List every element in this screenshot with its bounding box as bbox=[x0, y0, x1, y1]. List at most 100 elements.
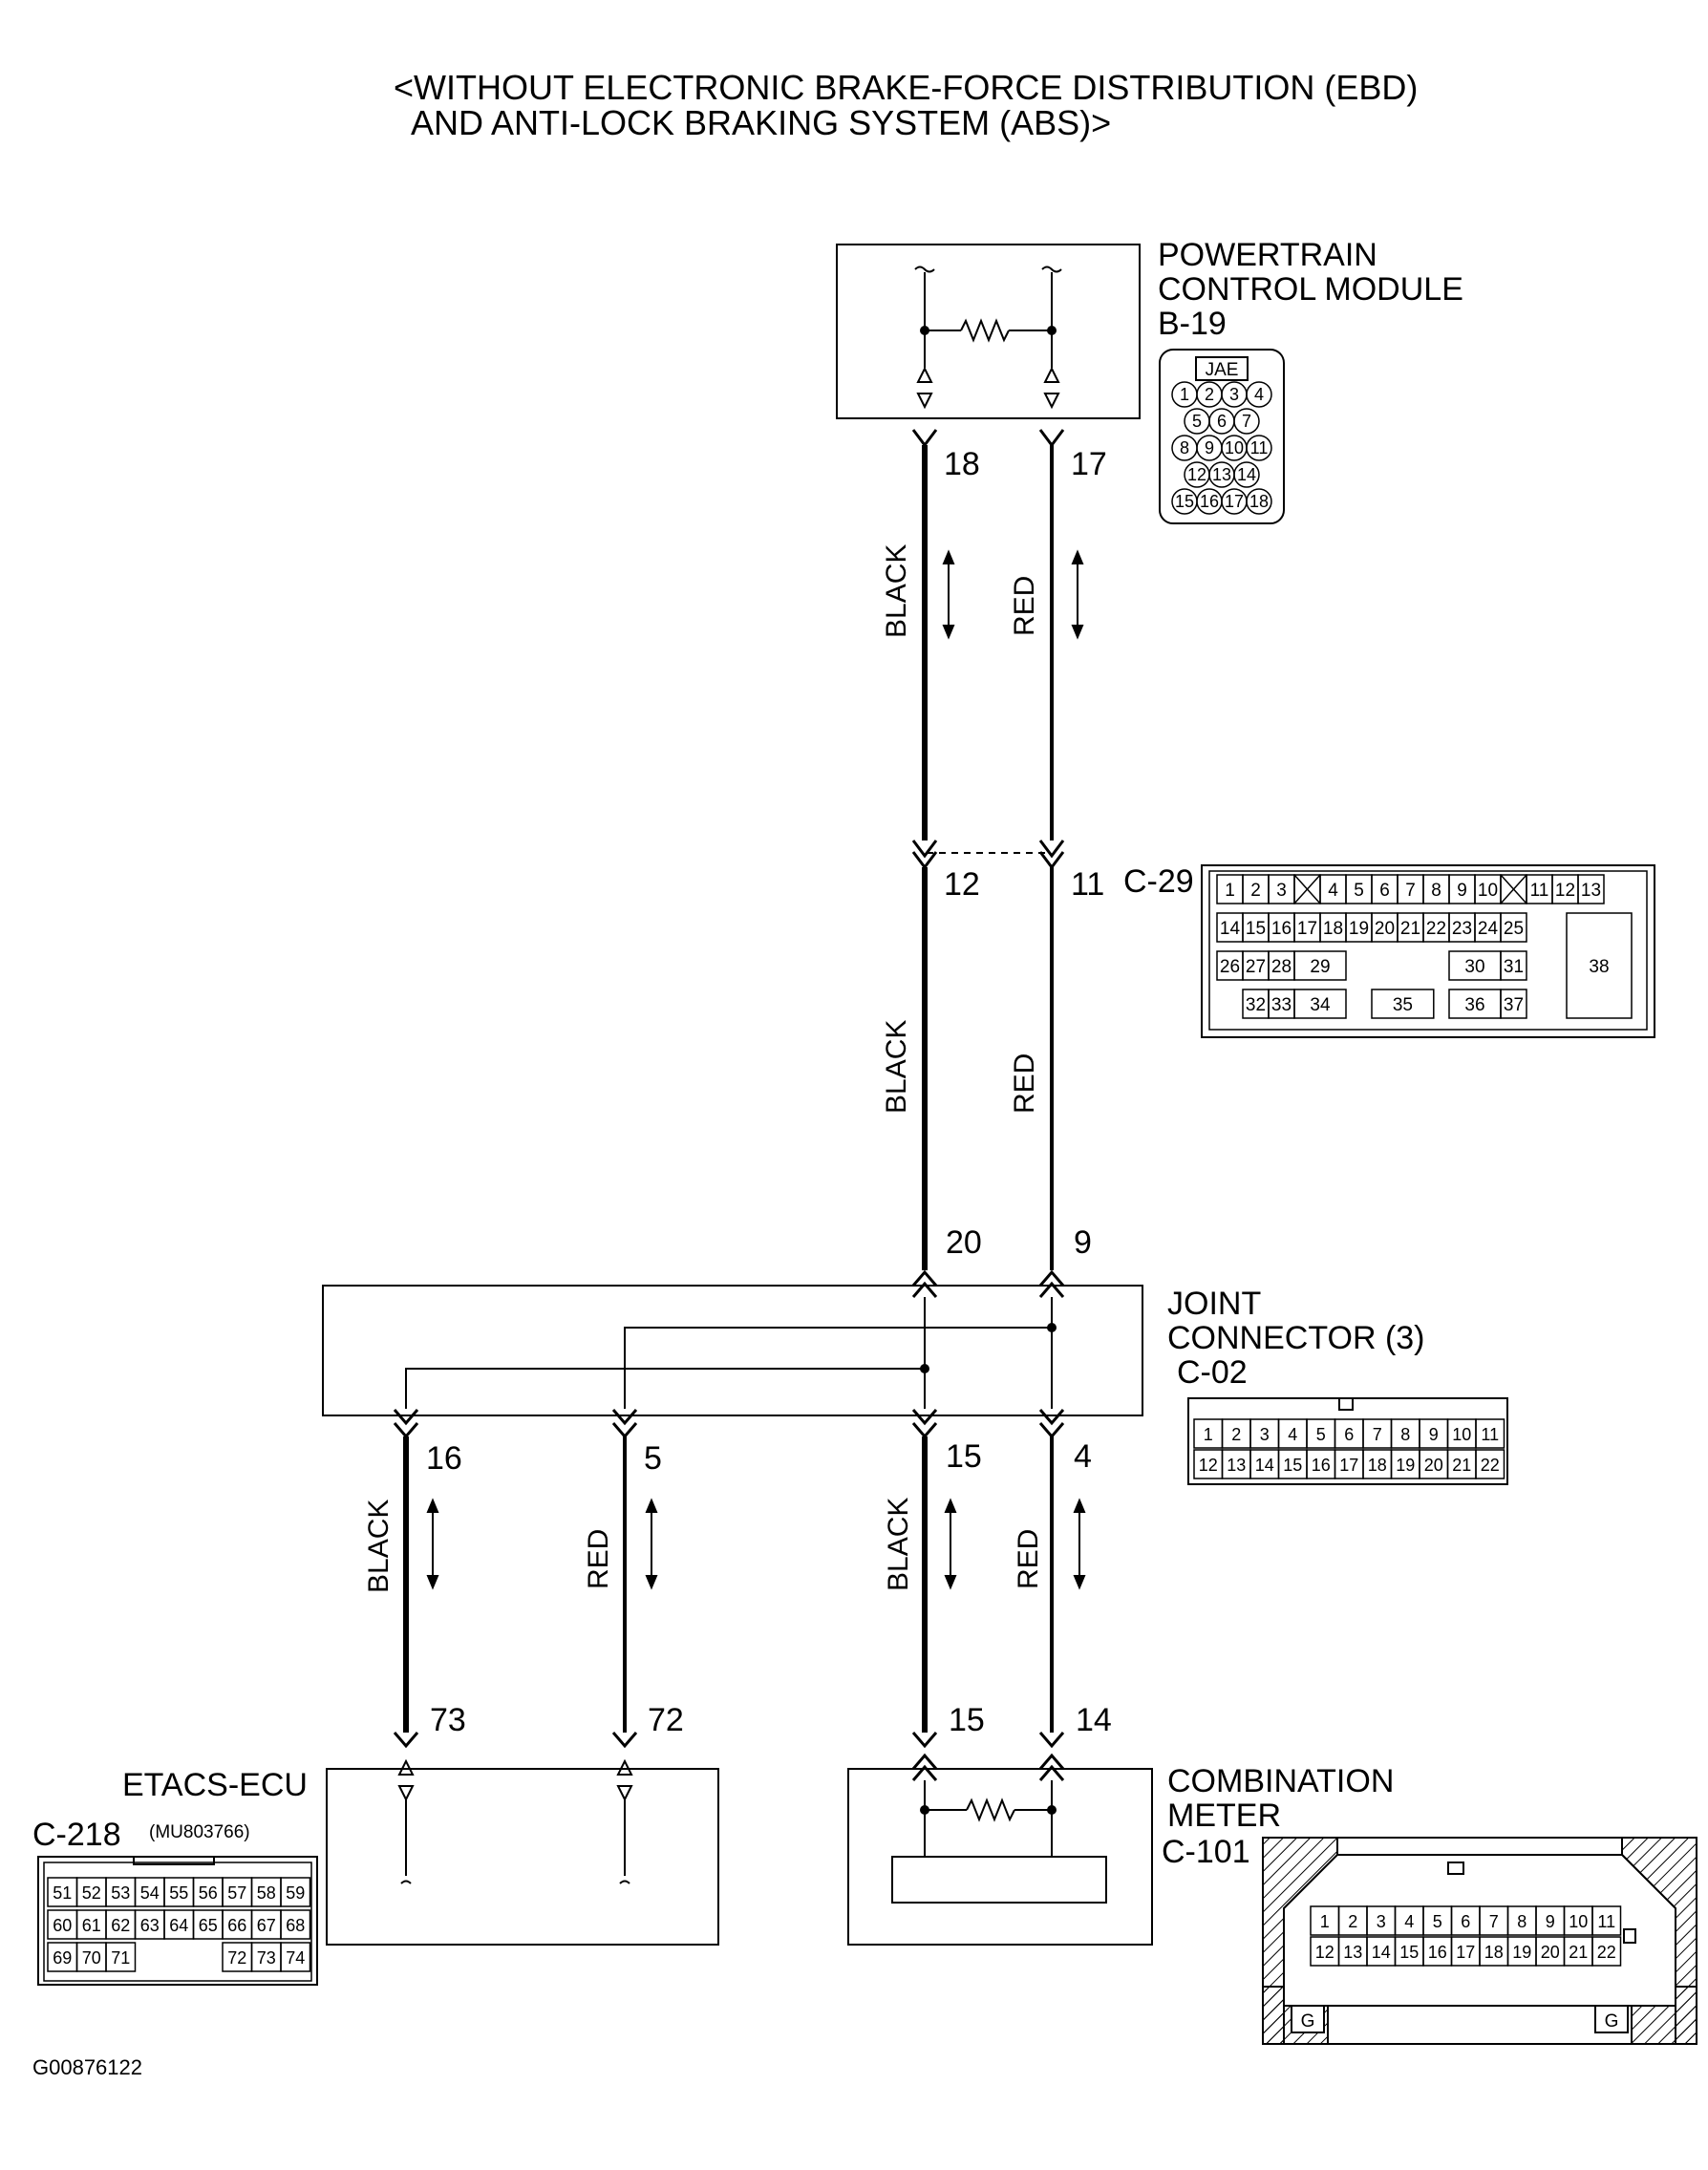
svg-text:65: 65 bbox=[199, 1916, 218, 1935]
etacs-connector-pin: 69 bbox=[47, 1942, 78, 1972]
svg-text:20: 20 bbox=[1375, 919, 1395, 939]
svg-text:9: 9 bbox=[1546, 1912, 1555, 1931]
svg-text:71: 71 bbox=[111, 1948, 130, 1968]
joint-connector-pin: 6 bbox=[1334, 1418, 1364, 1449]
c29-pin: 8 bbox=[1422, 874, 1450, 904]
svg-text:15: 15 bbox=[1399, 1943, 1419, 1962]
svg-text:26: 26 bbox=[1220, 957, 1240, 977]
wire-black-upper bbox=[911, 429, 938, 870]
svg-text:24: 24 bbox=[1478, 919, 1499, 939]
wire-red-meter bbox=[1038, 1422, 1065, 1749]
pin-11: 11 bbox=[1071, 866, 1104, 903]
pcm-maker: JAE bbox=[1206, 360, 1239, 380]
svg-text:12: 12 bbox=[1315, 1943, 1334, 1962]
c29-pin: 20 bbox=[1371, 912, 1398, 943]
svg-text:5: 5 bbox=[1354, 881, 1364, 901]
joint-connector-pin: 15 bbox=[1277, 1449, 1308, 1479]
joint-connector-pin: 7 bbox=[1362, 1418, 1393, 1449]
c29-pin: 30 bbox=[1448, 950, 1502, 981]
c29-pin: 3 bbox=[1268, 874, 1295, 904]
etacs-connector-pin: 62 bbox=[105, 1909, 137, 1940]
etacs-connector-pin: 51 bbox=[47, 1877, 78, 1907]
svg-text:74: 74 bbox=[286, 1948, 305, 1968]
svg-text:22: 22 bbox=[1597, 1943, 1616, 1962]
svg-text:1: 1 bbox=[1320, 1912, 1330, 1931]
etacs-connector-pin: 63 bbox=[134, 1909, 165, 1940]
etacs-connector-pin: 61 bbox=[75, 1909, 107, 1940]
svg-text:13: 13 bbox=[1581, 881, 1601, 901]
svg-text:14: 14 bbox=[1237, 465, 1256, 484]
pin-15: 15 bbox=[949, 1702, 985, 1738]
pcm-junction-dot bbox=[1047, 326, 1057, 335]
etacs-connector-pin: 55 bbox=[163, 1877, 195, 1907]
pin-9: 9 bbox=[1074, 1224, 1092, 1261]
wire-label-red: RED bbox=[1009, 1053, 1040, 1114]
svg-text:2: 2 bbox=[1205, 385, 1214, 404]
svg-text:4: 4 bbox=[1288, 1425, 1297, 1444]
svg-text:18: 18 bbox=[1484, 1943, 1504, 1962]
svg-text:36: 36 bbox=[1464, 995, 1484, 1015]
etacs-connector-pin: 65 bbox=[192, 1909, 224, 1940]
svg-text:18: 18 bbox=[1323, 919, 1343, 939]
c29-pin: 13 bbox=[1577, 874, 1605, 904]
svg-text:6: 6 bbox=[1379, 881, 1390, 901]
svg-text:72: 72 bbox=[227, 1948, 246, 1968]
wire-label-black: BLACK bbox=[363, 1500, 395, 1593]
svg-text:3: 3 bbox=[1276, 881, 1287, 901]
meter-connector-pin: 22 bbox=[1591, 1936, 1622, 1967]
c29-pin: 19 bbox=[1345, 912, 1373, 943]
svg-text:52: 52 bbox=[82, 1883, 101, 1903]
pin-12: 12 bbox=[944, 866, 980, 903]
svg-text:69: 69 bbox=[53, 1948, 72, 1968]
c29-pin: 2 bbox=[1242, 874, 1270, 904]
c29-pin: 7 bbox=[1397, 874, 1424, 904]
joint-connector-pin: 13 bbox=[1221, 1449, 1251, 1479]
svg-text:11: 11 bbox=[1597, 1912, 1615, 1931]
pcm-label-2: CONTROL MODULE bbox=[1158, 271, 1463, 308]
pin-16: 16 bbox=[426, 1440, 462, 1477]
c29-pin: 18 bbox=[1319, 912, 1347, 943]
c29-pin: 10 bbox=[1474, 874, 1502, 904]
signal-arrow bbox=[1071, 549, 1084, 640]
svg-text:38: 38 bbox=[1589, 957, 1609, 977]
joint-label-2: CONNECTOR (3) bbox=[1167, 1320, 1425, 1356]
svg-text:37: 37 bbox=[1504, 995, 1524, 1015]
c29-pin: 24 bbox=[1474, 912, 1502, 943]
joint-connector bbox=[322, 1269, 1143, 1426]
title-line-2: AND ANTI-LOCK BRAKING SYSTEM (ABS)> bbox=[411, 103, 1111, 142]
pin-18: 18 bbox=[944, 446, 980, 482]
svg-text:31: 31 bbox=[1504, 957, 1524, 977]
pcm-connector-pin: 18 bbox=[1246, 488, 1272, 515]
joint-connector-pin: 14 bbox=[1249, 1449, 1280, 1479]
svg-text:17: 17 bbox=[1297, 919, 1317, 939]
svg-text:51: 51 bbox=[53, 1883, 72, 1903]
svg-text:17: 17 bbox=[1225, 492, 1244, 511]
joint-connector-pin: 12 bbox=[1193, 1449, 1224, 1479]
svg-text:63: 63 bbox=[140, 1916, 160, 1935]
svg-text:67: 67 bbox=[257, 1916, 276, 1935]
joint-code: C-02 bbox=[1177, 1354, 1248, 1391]
svg-text:22: 22 bbox=[1481, 1456, 1500, 1475]
svg-text:34: 34 bbox=[1310, 995, 1331, 1015]
svg-text:7: 7 bbox=[1373, 1425, 1382, 1444]
svg-text:4: 4 bbox=[1328, 881, 1338, 901]
svg-text:8: 8 bbox=[1400, 1425, 1410, 1444]
ground-mark: G bbox=[1605, 2011, 1619, 2032]
pin-4: 4 bbox=[1074, 1438, 1092, 1475]
joint-connector-pin: 9 bbox=[1419, 1418, 1449, 1449]
joint-connector-pin: 4 bbox=[1277, 1418, 1308, 1449]
svg-text:29: 29 bbox=[1310, 957, 1330, 977]
svg-text:11: 11 bbox=[1481, 1425, 1499, 1444]
svg-text:14: 14 bbox=[1255, 1456, 1274, 1475]
svg-text:27: 27 bbox=[1246, 957, 1266, 977]
svg-text:68: 68 bbox=[286, 1916, 305, 1935]
c29-blank-cavity bbox=[1500, 874, 1527, 904]
pcm-connector-pin: 10 bbox=[1221, 435, 1248, 461]
wire-label-red: RED bbox=[583, 1529, 614, 1589]
joint-connector-pin: 8 bbox=[1390, 1418, 1420, 1449]
svg-text:21: 21 bbox=[1569, 1943, 1588, 1962]
pcm-connector-pin: 1 bbox=[1171, 381, 1198, 408]
